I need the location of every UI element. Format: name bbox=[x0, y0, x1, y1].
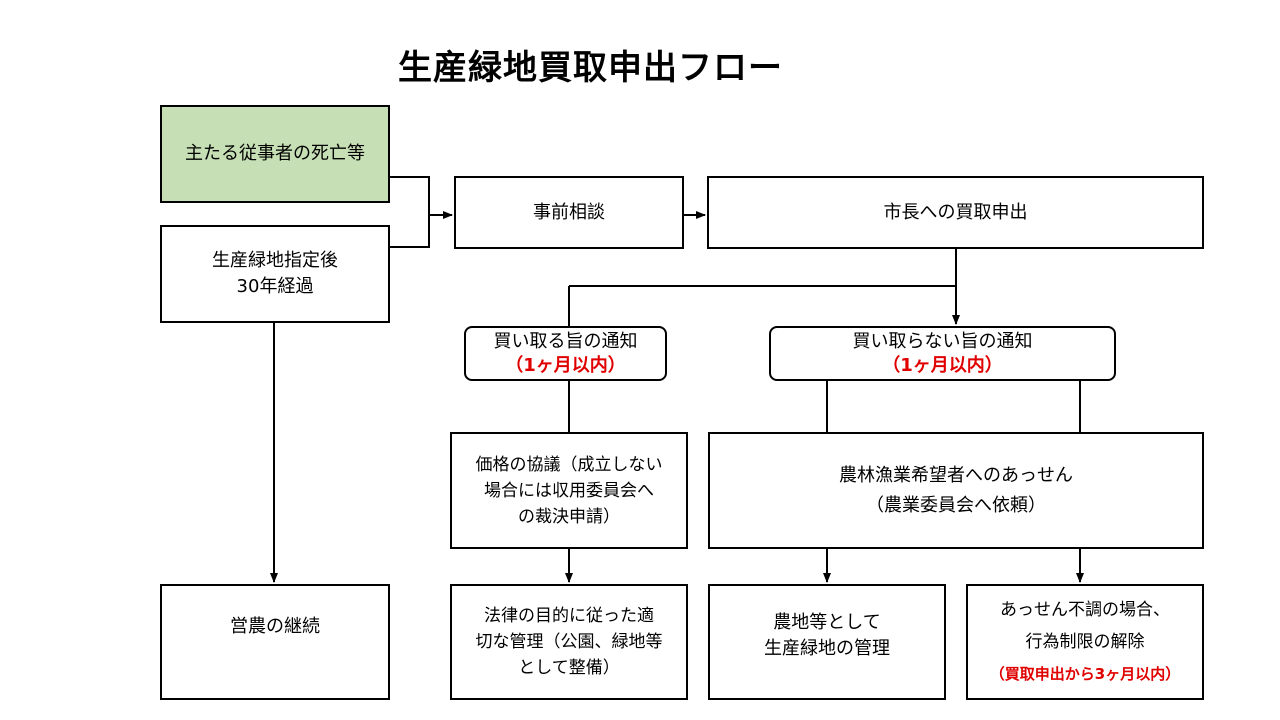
node-proper-management-line3: として整備） bbox=[518, 658, 620, 678]
node-consult: 事前相談 bbox=[454, 176, 684, 249]
node-thirty-years-line2: 30年経過 bbox=[236, 276, 314, 297]
node-buy-notice-text: 買い取る旨の通知 bbox=[493, 330, 638, 352]
node-farmland-management-line1: 農地等として bbox=[773, 612, 881, 633]
node-farmland-management: 農地等として 生産緑地の管理 bbox=[708, 584, 946, 700]
node-continue-farming: 営農の継続 bbox=[160, 584, 390, 700]
node-mediation-line1: 農林漁業希望者へのあっせん bbox=[839, 464, 1073, 486]
node-nobuy-notice-deadline: （1ヶ月以内） bbox=[882, 354, 1003, 376]
node-proper-management: 法律の目的に従った適 切な管理（公園、緑地等 として整備） bbox=[450, 584, 688, 700]
node-mayor-request: 市長への買取申出 bbox=[707, 176, 1204, 249]
node-farmland-management-line2: 生産緑地の管理 bbox=[764, 638, 890, 659]
node-buy-notice-deadline: （1ヶ月以内） bbox=[505, 354, 626, 376]
node-price-line2: 場合には収用委員会へ bbox=[484, 480, 654, 501]
node-thirty-years: 生産緑地指定後 30年経過 bbox=[160, 225, 390, 323]
node-nobuy-notice-text: 買い取らない旨の通知 bbox=[852, 330, 1033, 352]
connector-death bbox=[389, 176, 430, 248]
node-release-line1: あっせん不調の場合、 bbox=[1000, 600, 1170, 620]
node-thirty-years-line1: 生産緑地指定後 bbox=[212, 250, 338, 271]
node-continue-farming-text: 営農の継続 bbox=[230, 616, 320, 637]
node-proper-management-line2: 切な管理（公園、緑地等 bbox=[475, 632, 663, 652]
page-title: 生産緑地買取申出フロー bbox=[398, 48, 783, 88]
node-mayor-request-text: 市長への買取申出 bbox=[883, 201, 1028, 223]
node-release-line2: 行為制限の解除 bbox=[1025, 632, 1145, 652]
node-nobuy-notice: 買い取らない旨の通知 （1ヶ月以内） bbox=[769, 326, 1116, 381]
node-consult-text: 事前相談 bbox=[533, 201, 605, 223]
node-death: 主たる従事者の死亡等 bbox=[160, 105, 390, 203]
node-mediation-line2: （農業委員会へ依頼） bbox=[866, 494, 1046, 516]
node-mediation: 農林漁業希望者へのあっせん （農業委員会へ依頼） bbox=[708, 432, 1204, 549]
node-price: 価格の協議（成立しない 場合には収用委員会へ の裁決申請） bbox=[450, 432, 688, 549]
node-proper-management-line1: 法律の目的に従った適 bbox=[484, 606, 654, 626]
node-price-line1: 価格の協議（成立しない bbox=[475, 454, 663, 475]
node-price-line3: の裁決申請） bbox=[518, 506, 620, 527]
node-release-deadline: （買取申出から3ヶ月以内） bbox=[989, 665, 1181, 683]
node-death-text: 主たる従事者の死亡等 bbox=[185, 143, 365, 164]
node-release: あっせん不調の場合、 行為制限の解除 （買取申出から3ヶ月以内） bbox=[966, 584, 1204, 700]
node-buy-notice: 買い取る旨の通知 （1ヶ月以内） bbox=[464, 326, 667, 381]
